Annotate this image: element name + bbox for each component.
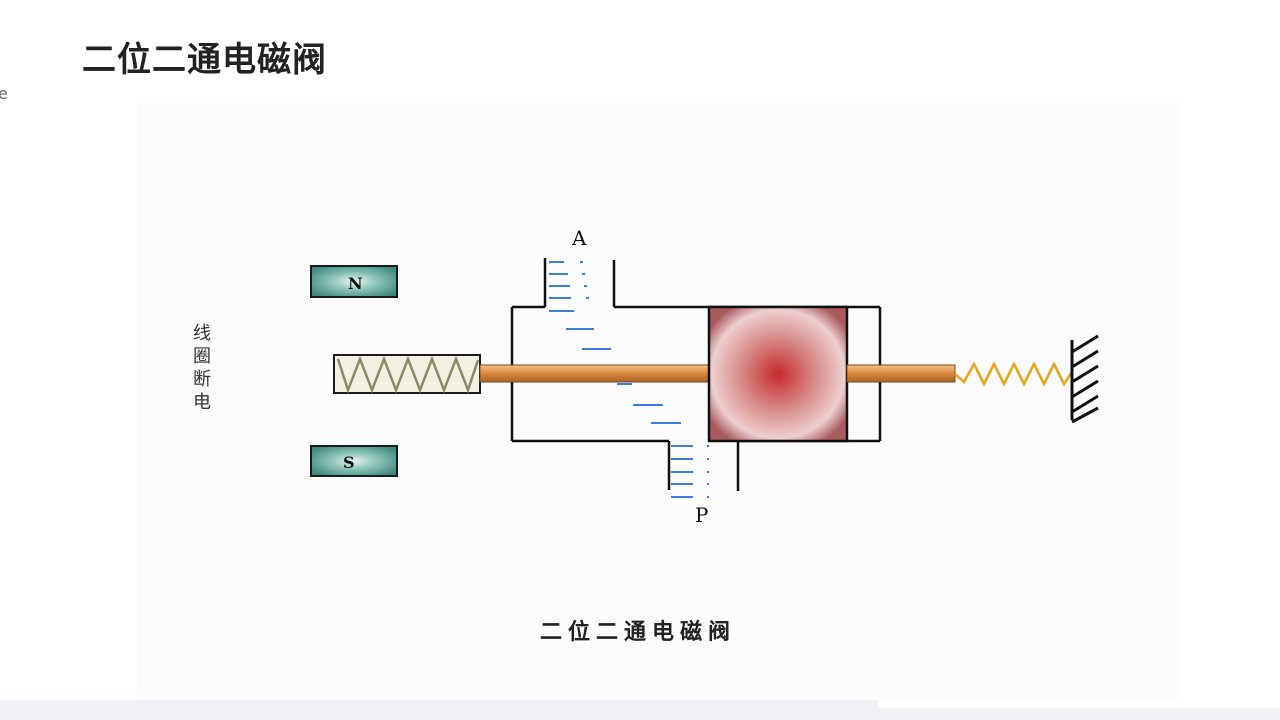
port-p-label: P bbox=[695, 503, 708, 527]
magnet-south-label: S bbox=[343, 453, 355, 472]
coil-state-label: 线圈断电 bbox=[193, 323, 211, 413]
page-title: 二位二通电磁阀 bbox=[82, 40, 327, 80]
fluid-flow-lines bbox=[549, 261, 709, 498]
valve-piston bbox=[707, 305, 849, 443]
port-a-label: A bbox=[571, 226, 587, 250]
plunger-rod bbox=[479, 364, 711, 383]
magnet-north-label: N bbox=[348, 274, 363, 293]
bottom-strip bbox=[0, 700, 1280, 720]
diagram-panel bbox=[137, 103, 1180, 700]
edge-fragment-text: e bbox=[0, 84, 8, 103]
diagram-caption: 二位二通电磁阀 bbox=[540, 619, 737, 645]
solenoid-coil bbox=[333, 354, 481, 394]
fixed-wall-anchor bbox=[1070, 334, 1099, 424]
magnet-south bbox=[310, 445, 398, 477]
magnet-north bbox=[310, 265, 398, 298]
return-rod bbox=[846, 364, 956, 383]
return-spring bbox=[954, 361, 1074, 387]
